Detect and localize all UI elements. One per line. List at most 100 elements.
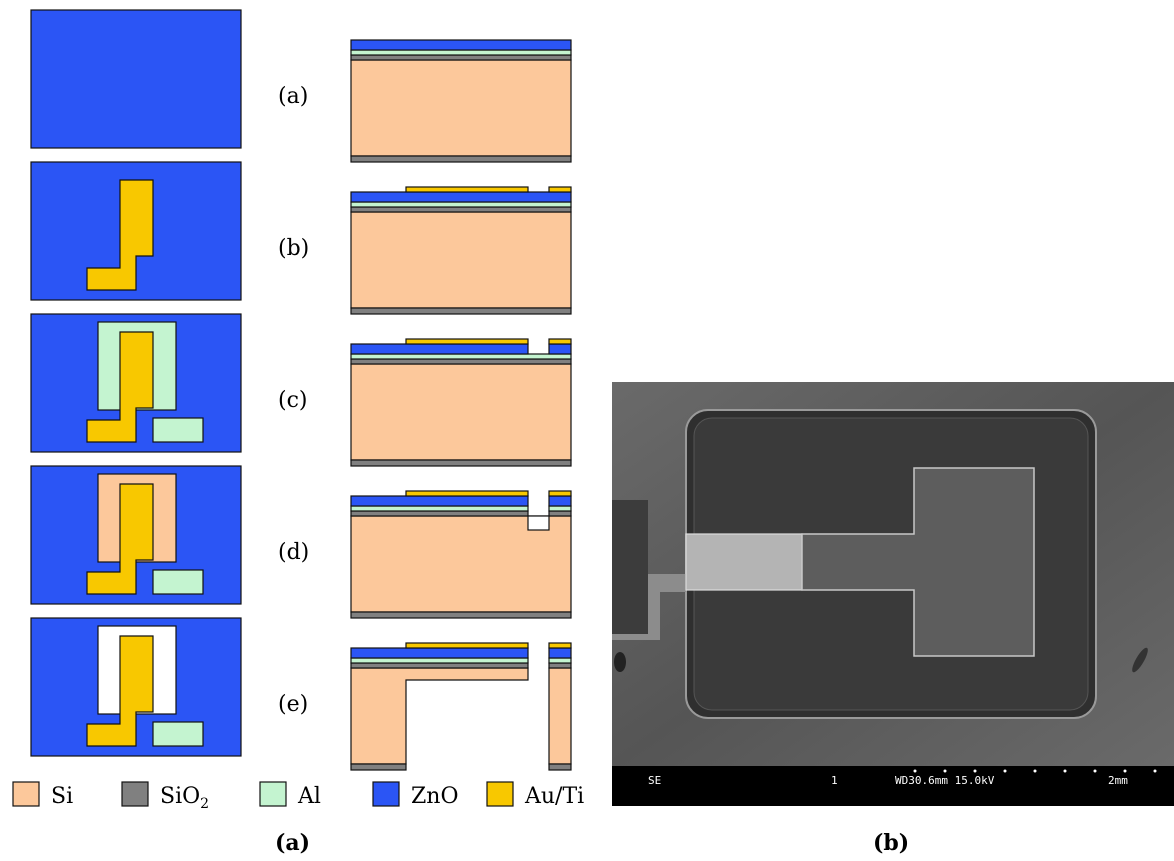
process-step-2: (b) bbox=[30, 161, 572, 315]
top-view bbox=[30, 465, 242, 605]
zno-piezo-layer-right bbox=[548, 495, 572, 507]
scale-tick-dot bbox=[1033, 769, 1037, 773]
sio2-bottom-layer bbox=[350, 155, 572, 163]
step-label: (e) bbox=[278, 692, 308, 717]
cantilever-beam bbox=[801, 467, 1035, 657]
top-view bbox=[30, 313, 242, 453]
si-substrate bbox=[350, 667, 529, 765]
sio2-bottom-layer bbox=[350, 763, 407, 771]
au-ti-electrode bbox=[86, 635, 154, 747]
sem-info-detector: SE bbox=[648, 774, 661, 787]
legend-item-sio2: SiO2 bbox=[121, 781, 209, 812]
al-bottom-electrode-right bbox=[548, 657, 572, 664]
legend-swatch-zno bbox=[372, 781, 400, 807]
zno-piezo-layer bbox=[350, 39, 572, 51]
legend-item-zno: ZnO bbox=[372, 781, 459, 809]
legend-swatch-sio2 bbox=[121, 781, 149, 807]
au-ti-electrode bbox=[86, 483, 154, 595]
zno-piezo-layer bbox=[350, 191, 572, 203]
process-steps: (a) (b) (c) (d) (e) bbox=[30, 9, 572, 771]
legend-label: SiO2 bbox=[160, 784, 209, 812]
al-bottom-electrode bbox=[350, 353, 572, 360]
al-bottom-electrode bbox=[350, 49, 572, 56]
scale-tick-dot bbox=[943, 769, 947, 773]
sio2-top-layer-right bbox=[548, 662, 572, 669]
legend-swatch-al bbox=[259, 781, 287, 807]
step-label: (d) bbox=[278, 540, 309, 565]
zno-piezo-layer bbox=[350, 343, 529, 355]
subfigure-label-b: (b) bbox=[873, 830, 910, 856]
au-ti-top-electrode-right bbox=[548, 642, 572, 649]
zno-layer-top-view bbox=[30, 9, 242, 149]
si-substrate bbox=[350, 59, 572, 157]
surface-defect bbox=[1132, 647, 1148, 673]
sio2-top-layer bbox=[350, 510, 529, 517]
material-legend: Si SiO2 Al ZnO Au/Ti bbox=[12, 781, 584, 812]
al-bottom-electrode bbox=[350, 657, 529, 664]
al-contact-pad bbox=[152, 721, 204, 747]
scale-tick-dot bbox=[1003, 769, 1007, 773]
sem-info-frame: 1 bbox=[831, 774, 838, 787]
cross-section bbox=[350, 642, 572, 771]
sio2-bottom-layer bbox=[350, 611, 572, 619]
scale-tick-dot bbox=[913, 769, 917, 773]
electrode-lead bbox=[612, 574, 686, 640]
scale-tick-dot bbox=[1063, 769, 1067, 773]
si-substrate bbox=[350, 363, 572, 461]
legend-swatch-auti bbox=[486, 781, 514, 807]
step-label: (a) bbox=[278, 84, 308, 109]
step-label: (c) bbox=[278, 388, 308, 413]
si-substrate bbox=[350, 211, 572, 309]
legend-label: Si bbox=[51, 784, 73, 809]
au-ti-top-electrode-right bbox=[548, 186, 572, 193]
legend-item-si: Si bbox=[12, 781, 73, 809]
legend-label: Au/Ti bbox=[524, 784, 584, 809]
sio2-top-layer bbox=[350, 206, 572, 213]
legend-item-al: Al bbox=[259, 781, 321, 809]
scale-tick-dot bbox=[1093, 769, 1097, 773]
sio2-top-layer bbox=[350, 358, 572, 365]
au-ti-top-electrode bbox=[405, 490, 529, 497]
al-bottom-electrode bbox=[350, 201, 572, 208]
scale-tick-dot bbox=[973, 769, 977, 773]
cross-section bbox=[350, 39, 572, 163]
sio2-top-layer-right bbox=[548, 510, 572, 517]
zno-piezo-layer bbox=[350, 495, 529, 507]
legend-label: ZnO bbox=[411, 784, 459, 809]
process-step-4: (d) bbox=[30, 465, 572, 619]
top-view bbox=[30, 161, 242, 301]
al-bottom-electrode-right bbox=[548, 505, 572, 512]
top-view bbox=[30, 617, 242, 757]
au-ti-top-electrode bbox=[405, 642, 529, 649]
legend-item-auti: Au/Ti bbox=[486, 781, 584, 809]
si-substrate-right bbox=[548, 667, 572, 765]
sem-info-wd-kv: WD30.6mm 15.0kV bbox=[895, 774, 995, 787]
scale-tick-dot bbox=[1123, 769, 1127, 773]
zno-piezo-layer-right bbox=[548, 647, 572, 659]
au-ti-electrode bbox=[86, 179, 154, 291]
sio2-bottom-layer bbox=[350, 307, 572, 315]
electrode-pad bbox=[685, 533, 803, 591]
al-contact-pad bbox=[152, 569, 204, 595]
debris-particle bbox=[614, 652, 626, 672]
sem-info-bar bbox=[612, 766, 1174, 806]
process-step-3: (c) bbox=[30, 313, 572, 467]
au-ti-electrode bbox=[86, 331, 154, 443]
sio2-top-layer bbox=[350, 662, 529, 669]
subfigure-label-a: (a) bbox=[275, 830, 311, 856]
au-ti-top-electrode-right bbox=[548, 338, 572, 345]
cross-section bbox=[350, 338, 572, 467]
left-electrode-trace bbox=[612, 500, 648, 634]
legend-label: Al bbox=[297, 784, 321, 809]
etched-trench bbox=[527, 515, 550, 531]
process-step-5: (e) bbox=[30, 617, 572, 771]
au-ti-top-electrode bbox=[405, 338, 529, 345]
zno-piezo-layer bbox=[350, 647, 529, 659]
sio2-bottom-layer bbox=[350, 459, 572, 467]
al-bottom-electrode bbox=[350, 505, 529, 512]
sio2-bottom-layer-right bbox=[548, 763, 572, 771]
top-view bbox=[30, 9, 242, 149]
legend-swatch-si bbox=[12, 781, 40, 807]
